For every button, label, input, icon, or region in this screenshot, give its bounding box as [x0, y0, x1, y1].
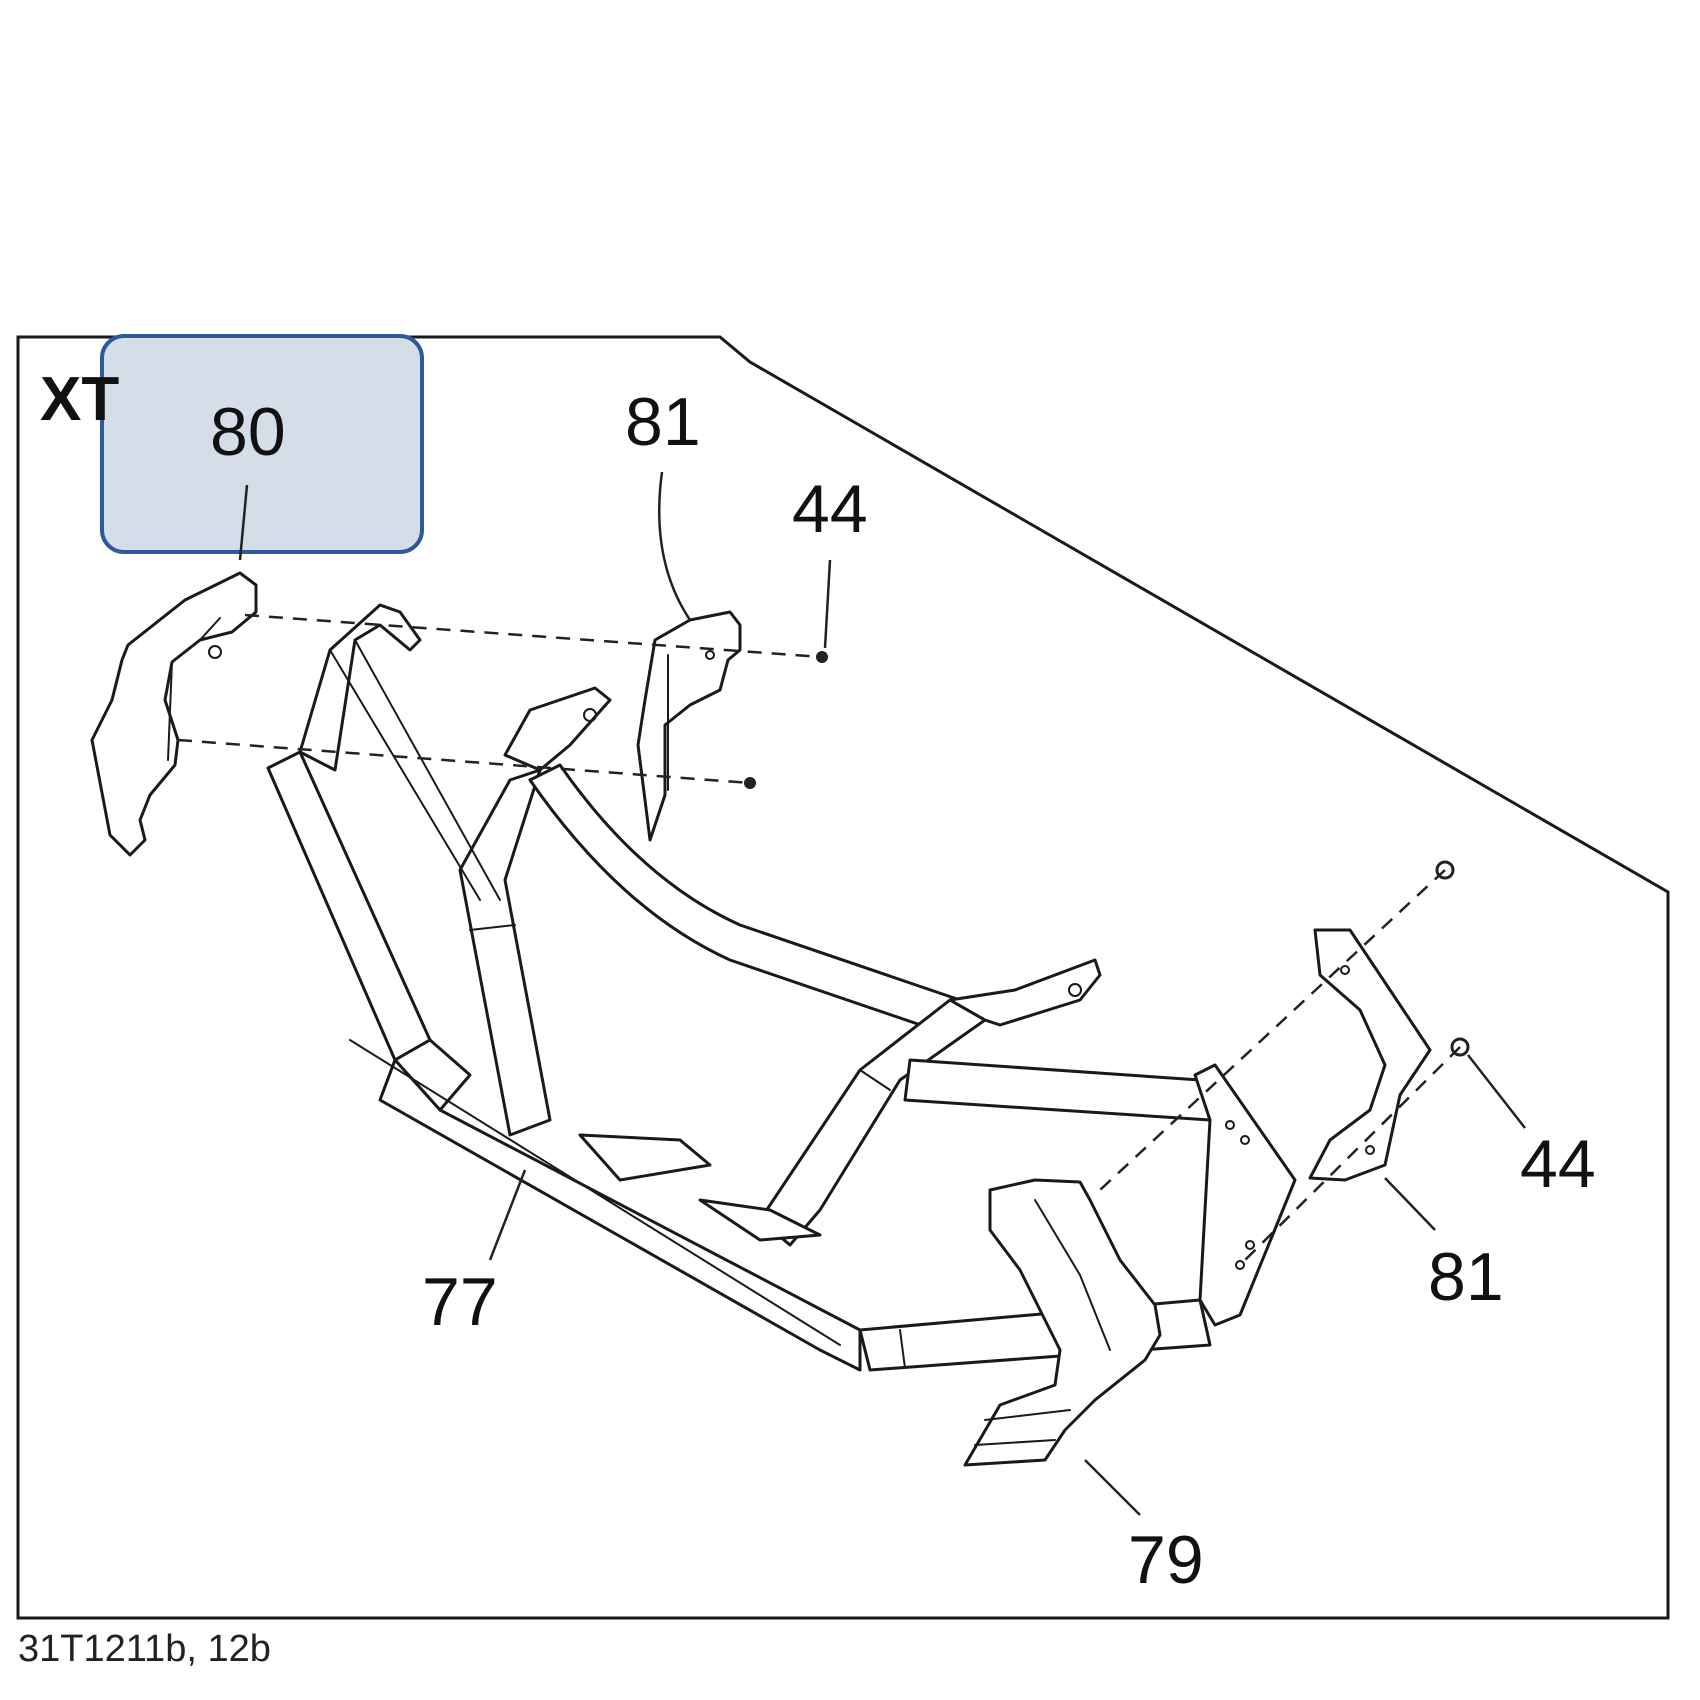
highlight-box-callout-80[interactable] [100, 334, 424, 554]
reference-code: 31T1211b, 12b [18, 1628, 271, 1670]
variant-label: XT [40, 365, 119, 434]
callout-80[interactable]: 80 [210, 394, 286, 470]
callout-81-top[interactable]: 81 [625, 384, 701, 460]
leader-lines [238, 471, 1526, 1516]
bracket-part-81-right[interactable] [1308, 928, 1432, 1182]
callout-44-right[interactable]: 44 [1520, 1126, 1596, 1202]
callout-81-right[interactable]: 81 [1428, 1239, 1504, 1315]
cover-part-80[interactable] [90, 571, 258, 857]
callout-77[interactable]: 77 [422, 1264, 498, 1340]
callout-44-top[interactable]: 44 [792, 471, 868, 547]
bracket-part-79[interactable] [963, 1178, 1162, 1467]
callout-79[interactable]: 79 [1128, 1522, 1204, 1598]
bumper-frame-part-77[interactable] [266, 603, 1297, 1372]
diagram-frame [16, 335, 1670, 1620]
assembly-lines [177, 613, 1461, 1266]
bracket-part-81-top[interactable] [636, 610, 742, 842]
